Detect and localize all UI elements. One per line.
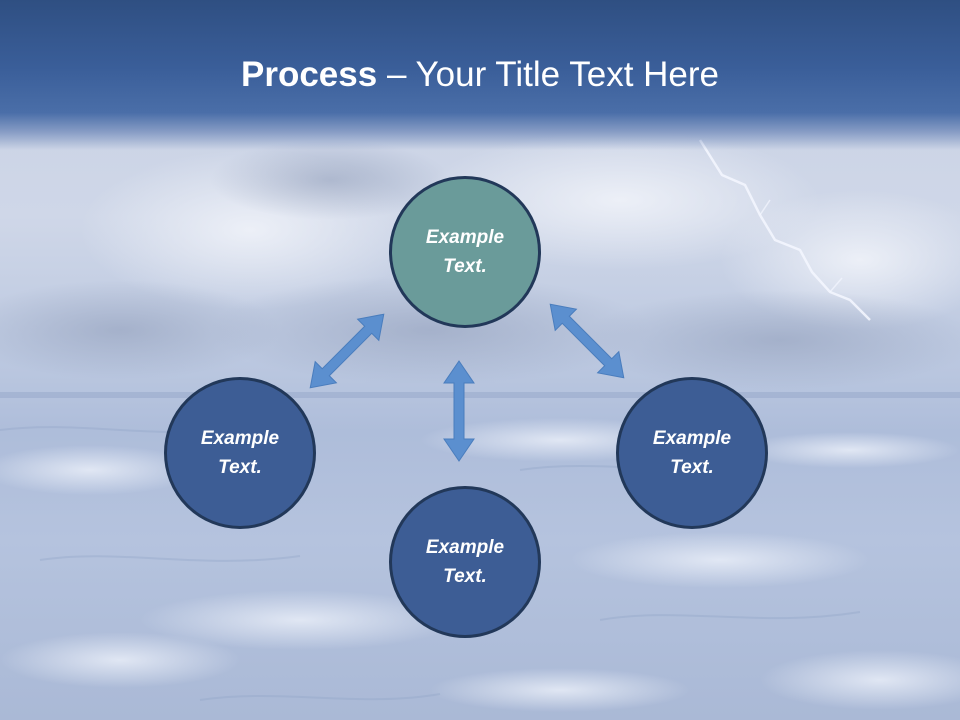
process-node-bottom[interactable]: Example Text.	[389, 486, 541, 638]
node-label-bottom: Example Text.	[425, 537, 505, 587]
process-node-left[interactable]: Example Text.	[164, 377, 316, 529]
title-rest: – Your Title Text Here	[377, 55, 719, 94]
node-label-right: Example Text.	[652, 428, 732, 478]
node-label-left: Example Text.	[200, 428, 280, 478]
process-node-top[interactable]: Example Text.	[389, 176, 541, 328]
arrow-top-to-left	[309, 313, 385, 389]
process-node-right[interactable]: Example Text.	[616, 377, 768, 529]
slide-title: Process – Your Title Text Here	[0, 50, 960, 100]
node-label-top: Example Text.	[425, 227, 505, 277]
title-bold-word: Process	[241, 55, 378, 94]
arrow-top-to-bottom	[443, 360, 475, 462]
arrow-top-to-right	[549, 303, 625, 379]
title-bar	[0, 0, 960, 150]
